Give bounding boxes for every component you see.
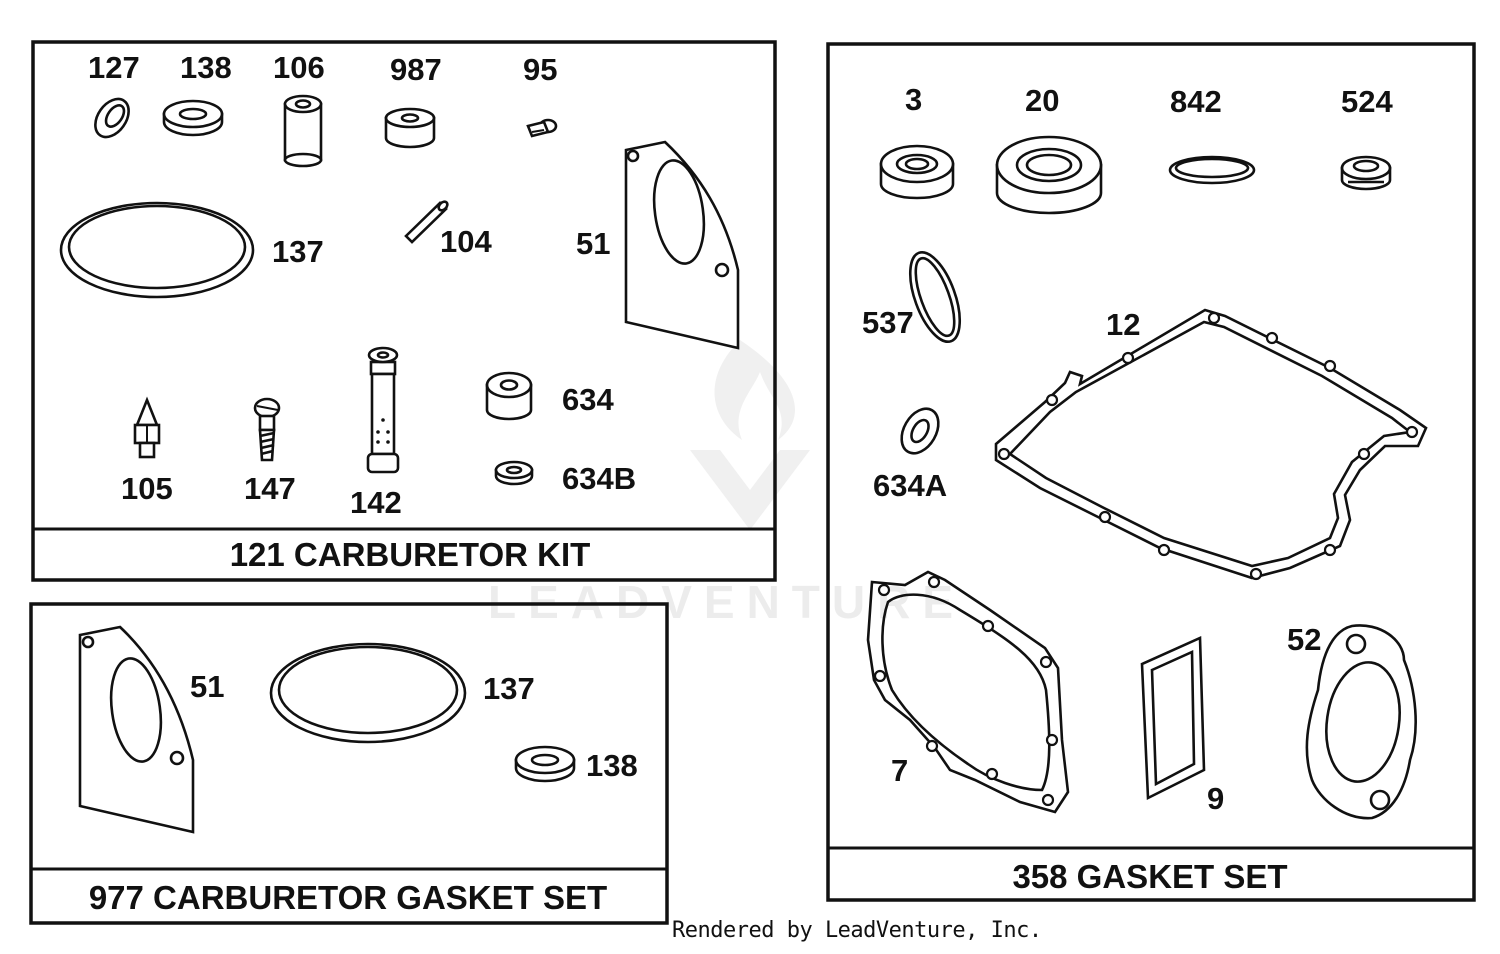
part-label: 987 (390, 52, 442, 87)
bushing-part-drawing (384, 107, 436, 149)
exhaust-gasket-part-drawing (1305, 624, 1417, 820)
crankcase-gasket-part-drawing (994, 308, 1428, 581)
needle-part-drawing (133, 396, 161, 459)
part-label: 52 (1287, 622, 1321, 657)
part-label: 634A (873, 468, 947, 503)
part-label: 3 (905, 82, 922, 117)
pin-part-drawing (404, 200, 449, 244)
o-ring-part-drawing (269, 642, 467, 744)
panel-title: 121 CARBURETOR KIT (230, 536, 591, 573)
panel-carburetor-gasket-set: 977 CARBURETOR GASKET SET 51 137 138 (29, 602, 669, 925)
gasket-plate-part-drawing (624, 140, 740, 350)
part-label: 842 (1170, 84, 1222, 119)
part-label: 142 (350, 485, 402, 520)
breather-gasket-part-drawing (1140, 636, 1206, 801)
oil-seal-part-drawing (879, 144, 955, 200)
oil-seal-large-part-drawing (995, 135, 1103, 215)
part-label: 138 (586, 748, 638, 783)
part-label: 137 (483, 671, 535, 706)
gasket-plate-part-drawing (78, 625, 195, 834)
part-label: 51 (576, 226, 610, 261)
part-label: 51 (190, 669, 224, 704)
part-label: 9 (1207, 781, 1224, 816)
part-label: 127 (88, 50, 140, 85)
washer-small-part-drawing (494, 460, 534, 486)
panel-title: 977 CARBURETOR GASKET SET (89, 879, 607, 916)
footer-credit: Rendered by LeadVenture, Inc. (672, 918, 1042, 943)
adjust-screw-part-drawing (253, 397, 281, 462)
panel-carburetor-kit: 121 CARBURETOR KIT 127 138 106 987 95 13… (31, 40, 777, 582)
part-label: 12 (1106, 307, 1140, 342)
panel-gasket-set: 358 GASKET SET 3 20 842 524 537 12 634A … (826, 42, 1476, 902)
screw-part-drawing (526, 118, 558, 138)
watermark-text: LEADVENTURE (488, 576, 965, 628)
part-label: 634 (562, 382, 614, 417)
part-label: 7 (891, 753, 908, 788)
part-label: 138 (180, 50, 232, 85)
panel-title: 358 GASKET SET (1012, 858, 1287, 895)
washer-part-drawing (162, 99, 224, 137)
part-label: 20 (1025, 83, 1059, 118)
part-label: 634B (562, 461, 636, 496)
o-ring-part-drawing (908, 251, 962, 343)
part-label: 147 (244, 471, 296, 506)
part-label: 537 (862, 305, 914, 340)
cap-part-drawing (94, 97, 130, 139)
part-label: 524 (1341, 84, 1393, 119)
tube-part-drawing (366, 346, 400, 474)
o-ring-part-drawing (59, 201, 255, 299)
sleeve-part-drawing (283, 94, 323, 168)
watermark: LEADVENTURE (488, 340, 965, 628)
part-label: 104 (440, 224, 492, 259)
seal-ring-part-drawing (1168, 155, 1256, 185)
grommet-part-drawing (1340, 155, 1392, 191)
part-label: 106 (273, 50, 325, 85)
spacer-part-drawing (485, 371, 533, 421)
part-label: 105 (121, 471, 173, 506)
part-label: 95 (523, 52, 557, 87)
washer-part-drawing (514, 745, 576, 783)
washer-part-drawing (900, 407, 940, 455)
head-gasket-part-drawing (866, 570, 1070, 814)
part-label: 137 (272, 234, 324, 269)
